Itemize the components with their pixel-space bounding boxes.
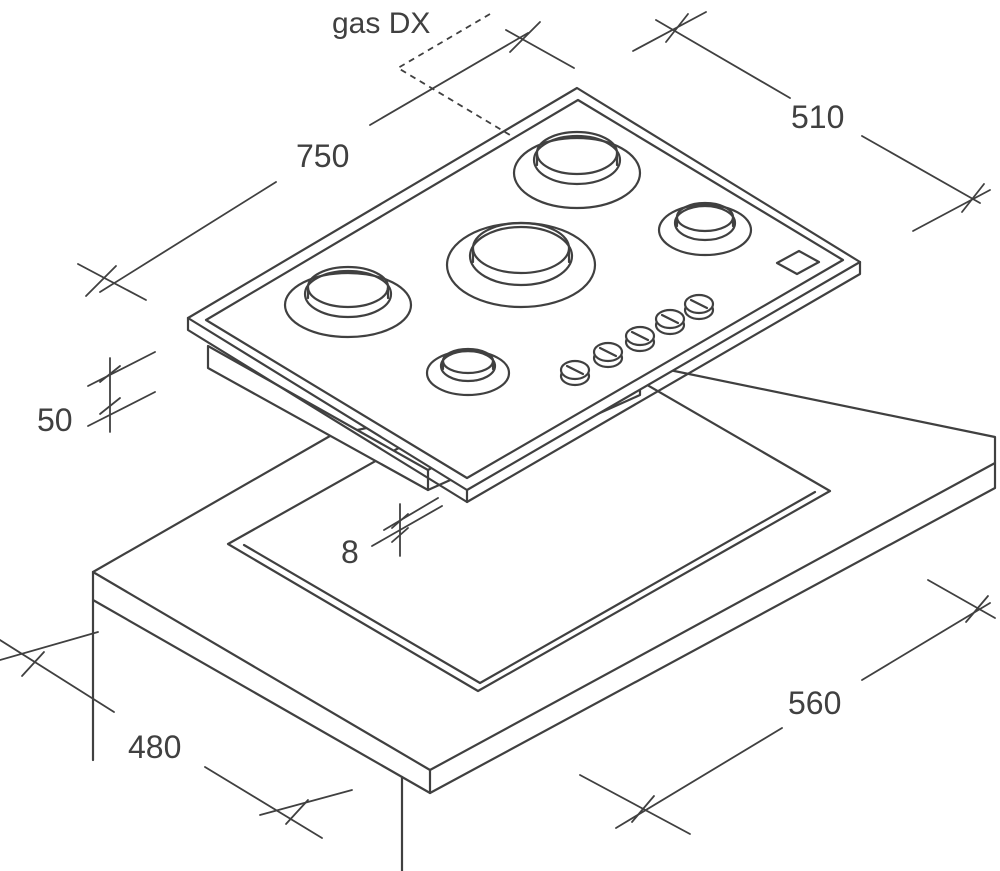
knob-4: [654, 308, 686, 336]
small-burner-front: [425, 347, 511, 397]
dimension-510: [632, 11, 991, 232]
dimension-8: [371, 497, 443, 557]
knob-2: [592, 341, 624, 369]
model-label: gas DX: [332, 7, 430, 40]
dimension-480: [0, 631, 353, 839]
gas-connection-marker: [396, 13, 516, 139]
knob-3: [624, 325, 656, 353]
label-560: 560: [788, 685, 841, 721]
knob-5: [683, 293, 715, 321]
display-panel: [775, 249, 821, 276]
dimension-50: [87, 351, 156, 433]
small-burner-right: [657, 201, 753, 257]
large-burner-rear: [512, 130, 642, 210]
hob-top: [186, 86, 862, 504]
knob-1: [559, 359, 591, 387]
label-750: 750: [296, 138, 349, 174]
label-8: 8: [341, 534, 359, 570]
label-50: 50: [37, 402, 73, 438]
medium-burner-center: [445, 221, 597, 309]
label-510: 510: [791, 99, 844, 135]
medium-burner-left: [283, 265, 413, 339]
dimension-560: [579, 579, 996, 835]
dimension-750: [77, 21, 575, 301]
control-knobs: [559, 293, 715, 387]
label-480: 480: [128, 729, 181, 765]
